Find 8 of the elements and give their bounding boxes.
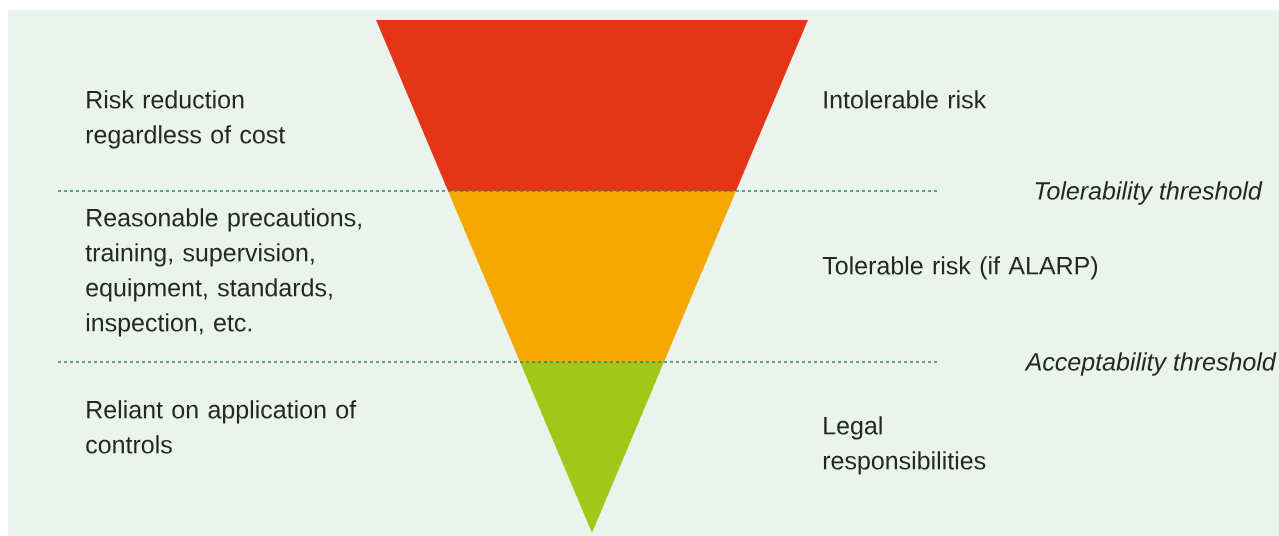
text-label: Reasonable precautions, training, supervision, equipment, standards, inspection, etc. — [85, 208, 361, 337]
text-label: Legal responsibilities — [823, 416, 986, 475]
threshold-label: Tolerability threshold — [1035, 181, 1263, 205]
text-label: Tolerable risk (if ALARP) — [822, 256, 1098, 280]
text-label: Intolerable risk — [824, 90, 987, 109]
threshold-label: Acceptability threshold — [1024, 352, 1277, 376]
text-label: Reliant on application of controls — [86, 400, 357, 454]
text-label: Risk reduction regardless of cost — [86, 90, 286, 149]
